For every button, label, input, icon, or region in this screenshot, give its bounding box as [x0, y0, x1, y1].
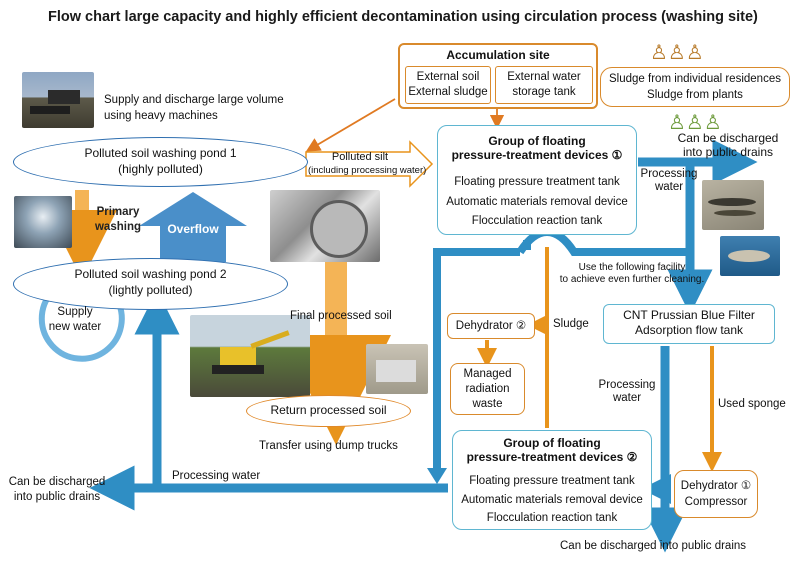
managed-waste-box	[450, 363, 525, 415]
transfer-text: Transfer using dump trucks	[259, 440, 398, 452]
group2-box	[452, 430, 652, 530]
fish-photo-2	[720, 236, 780, 276]
sludge-text: Sludge	[553, 318, 589, 330]
fish-photo-1	[702, 180, 764, 230]
cnt-box	[603, 304, 775, 344]
used-sponge-text: Used sponge	[718, 398, 786, 410]
pond1-ellipse	[13, 137, 308, 187]
processing-water-bottom: Processing water	[172, 470, 261, 482]
plant-workers-icon: ♙♙♙	[668, 112, 722, 134]
group1-box	[437, 125, 637, 235]
pond2-ellipse	[13, 258, 288, 310]
arrow-accum-to-pond1	[305, 98, 396, 152]
pond2-text: Polluted soil washing pond 2(lightly pol…	[74, 267, 227, 297]
dehydrator1-box	[674, 470, 758, 518]
pond1-text: Polluted soil washing pond 1(highly poll…	[84, 146, 237, 176]
dehydrator2-box	[447, 313, 535, 339]
washing-photo	[14, 196, 72, 248]
workers-icon: ♙♙♙	[650, 42, 704, 64]
polluted-silt-arrow	[305, 140, 434, 188]
drum-photo	[270, 190, 380, 262]
loop-to-group2	[433, 248, 520, 472]
drains-bottom: Can be discharged into public drains	[560, 540, 747, 552]
arrow-supply-water	[38, 290, 125, 362]
excavator-photo	[190, 315, 310, 397]
dump-truck-photo	[366, 344, 428, 394]
external-soil-box	[405, 66, 491, 104]
overflow-text: Overflow	[167, 222, 219, 236]
dehydrator2-text: Dehydrator ②	[455, 320, 527, 332]
sludge-sources-box	[600, 67, 790, 107]
external-water-box	[495, 66, 593, 104]
polluted-silt-text: Polluted silt(including processing water…	[308, 151, 427, 176]
final-soil-text: Final processed soil	[290, 310, 392, 322]
arrow-overflow	[139, 192, 247, 262]
page-title: Flow chart large capacity and highly eff…	[48, 9, 758, 25]
return-soil-text: Return processed soil	[270, 403, 387, 417]
accumulation-title: Accumulation site	[446, 48, 550, 62]
heavy-machine-photo	[22, 72, 94, 128]
return-soil-ellipse	[246, 395, 411, 427]
